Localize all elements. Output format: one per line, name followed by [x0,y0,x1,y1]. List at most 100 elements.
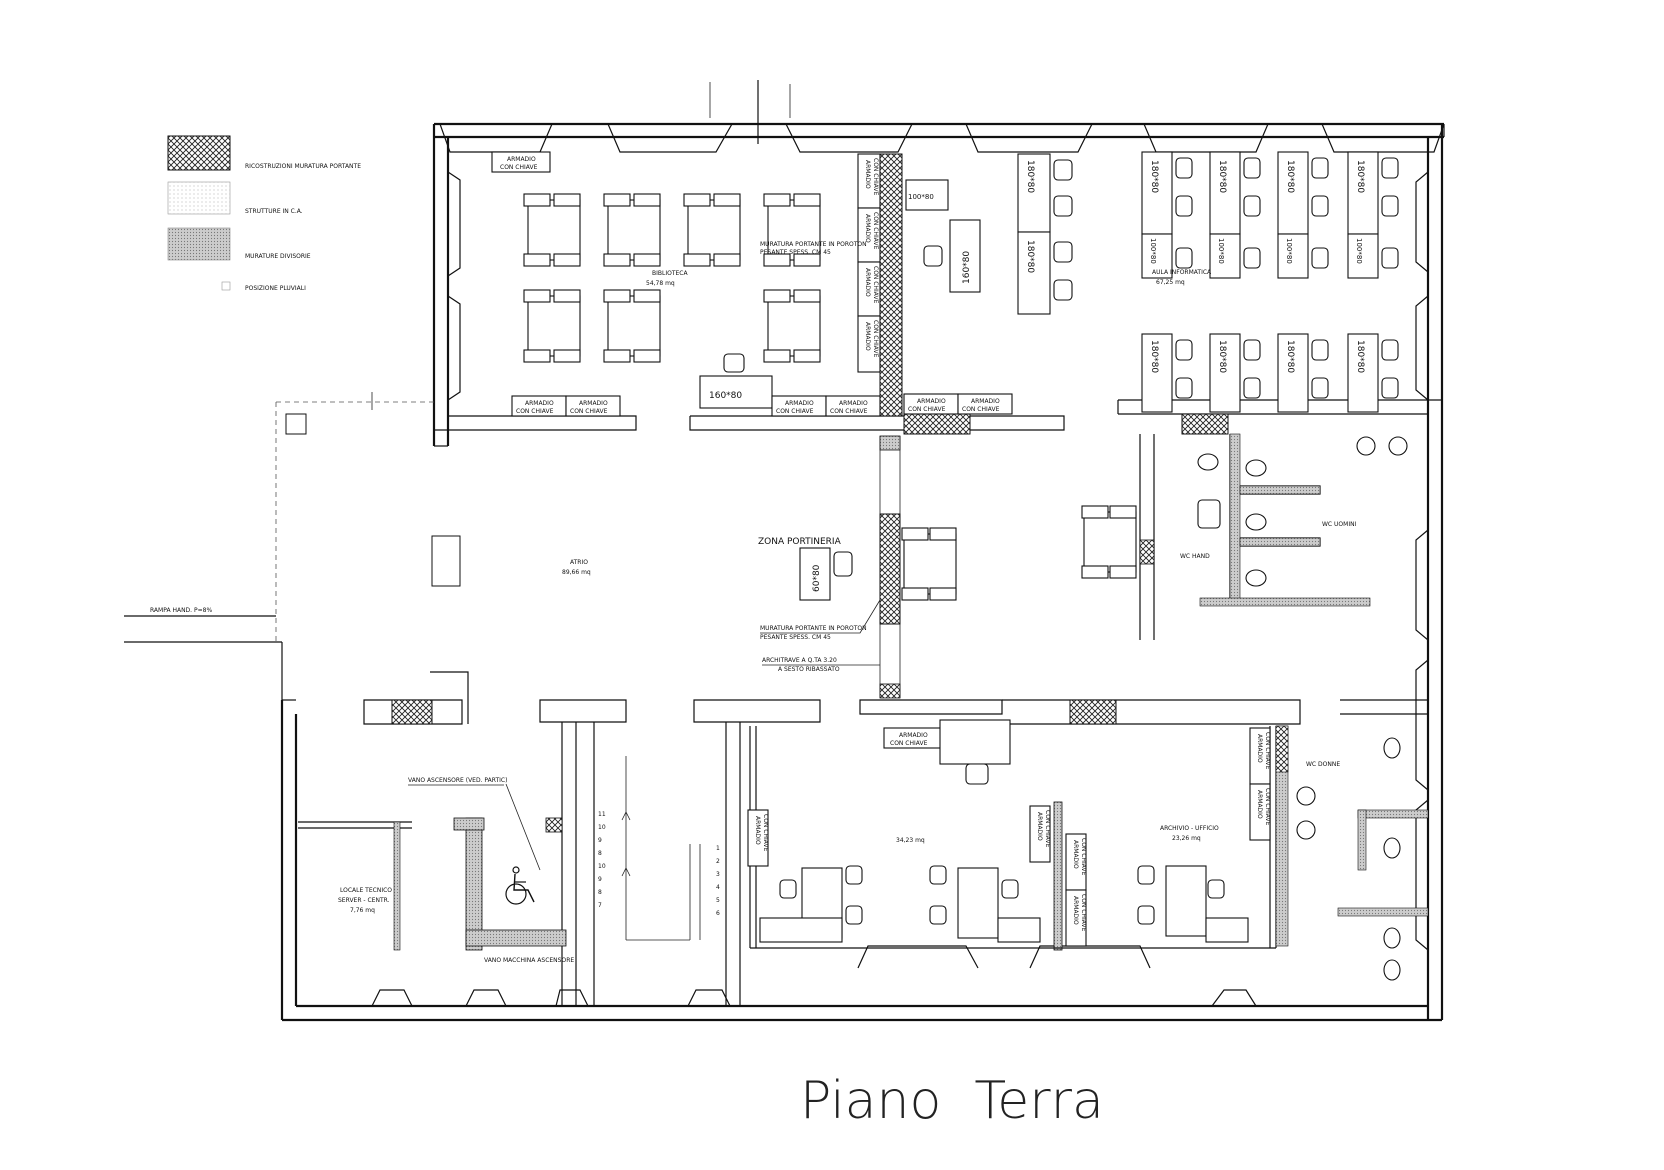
svg-text:CON CHIAVE: CON CHIAVE [1080,894,1087,932]
armadio-vertical: ARMADIO CON CHIAVE [857,315,881,373]
svg-text:CON CHIAVE: CON CHIAVE [1264,732,1271,770]
armadio: ARMADIO CON CHIAVE [565,395,621,417]
toilet-icon [1383,737,1401,759]
room-name: LOCALE TECNICO [340,887,392,894]
svg-text:CON CHIAVE: CON CHIAVE [1264,788,1271,826]
note-vano-macchina: VANO MACCHINA ASCENSORE [484,957,574,964]
room-name: ARCHIVIO - UFFICIO [1160,825,1219,832]
reading-table [523,193,581,267]
chair-icon [923,245,943,267]
outer-walls [280,80,1445,1022]
drawing-title: Piano Terra [800,1071,1104,1131]
svg-text:8: 8 [598,850,602,857]
desk-size-label: 160*80 [709,391,742,401]
chair-icon [723,353,745,373]
svg-text:CON CHIAVE: CON CHIAVE [962,406,1000,413]
biblioteca-furniture: 160*80 [523,193,821,409]
armadio: ARMADIO CON CHIAVE [511,395,567,417]
chair-icon [965,763,989,785]
svg-text:ARMADIO: ARMADIO [1072,896,1079,925]
svg-text:ARMADIO: ARMADIO [1072,840,1079,869]
svg-text:100*80: 100*80 [1285,238,1293,264]
svg-text:ARMADIO: ARMADIO [864,160,871,189]
room-name: AULA INFORMATICA [1152,269,1212,276]
svg-text:ARMADIO: ARMADIO [525,400,554,407]
svg-text:CON CHIAVE: CON CHIAVE [516,408,554,415]
room-name: WC DONNE [1306,761,1340,768]
room-area: 34,23 mq [896,837,925,844]
svg-text:180*80: 180*80 [1149,160,1159,193]
legend-label-marker: POSIZIONE PLUVIALI [245,285,306,292]
reading-table [763,193,821,267]
computer-desk: 180*80 [1141,333,1193,413]
svg-text:4: 4 [716,884,720,891]
armadio: ARMADIO CON CHIAVE [883,727,943,749]
computer-desk-column: 180*80 100*80 [1141,151,1193,279]
armadio-vertical: ARMADIO CON CHIAVE [1249,783,1271,841]
armadio-vertical: ARMADIO CON CHIAVE [1065,889,1087,947]
legend-label-cross: RICOSTRUZIONI MURATURA PORTANTE [245,163,361,170]
chair-icon [1053,241,1073,263]
toilet-icon [1245,459,1267,477]
computer-desk: 180*80 [1347,333,1399,413]
svg-text:CON CHIAVE: CON CHIAVE [776,408,814,415]
svg-text:CON CHIAVE: CON CHIAVE [908,406,946,413]
toilet-icon [1197,453,1219,471]
armadio-vertical: ARMADIO CON CHIAVE [857,153,881,209]
armadi: ARMADIO CON CHIAVE ARMADIO CON CHIAVE AR… [491,151,1271,947]
room-area: 67,25 mq [1156,279,1185,286]
svg-text:180*80: 180*80 [1285,160,1295,193]
room-area: 7,76 mq [350,907,375,914]
svg-text:180*80: 180*80 [1355,160,1365,193]
svg-text:9: 9 [598,876,602,883]
legend-marker-icon [221,281,231,291]
room-area: 54,78 mq [646,280,675,287]
room-name: ZONA PORTINERIA [758,537,842,547]
note-architrave: A SESTO RIBASSATO [778,666,840,673]
wc-fixtures [1197,436,1408,981]
svg-text:ARMADIO: ARMADIO [579,400,608,407]
toilet-icon [1383,837,1401,859]
office-furniture [759,865,1249,943]
wheelchair-icon [505,866,535,905]
sink-icon [1296,820,1316,840]
legend-swatch-grey [167,227,231,261]
svg-text:ARMADIO: ARMADIO [785,400,814,407]
svg-text:CON CHIAVE: CON CHIAVE [1044,810,1051,848]
svg-text:1: 1 [716,845,720,852]
svg-text:9: 9 [598,837,602,844]
svg-text:ARMADIO: ARMADIO [864,322,871,351]
note-muratura: PESANTE SPESS. CM 45 [760,634,831,641]
computer-desk-column: 180*80 100*80 [1209,151,1261,279]
legend-swatch-cross [167,135,231,171]
sink-icon [1197,499,1221,529]
armadio: ARMADIO CON CHIAVE [771,395,827,417]
svg-text:8: 8 [598,889,602,896]
armadio-vertical: ARMADIO CON CHIAVE [1029,805,1051,863]
desk-size-label: 100*80 [908,193,934,201]
legend-label-dots: STRUTTURE IN C.A. [245,208,303,215]
svg-text:180*80: 180*80 [1149,340,1159,373]
svg-text:CON CHIAVE: CON CHIAVE [570,408,608,415]
sink-icon [1388,436,1408,456]
computer-desk: 180*80 [1277,333,1329,413]
desk-size-label: 160*80 [962,251,972,284]
room-name: WC UOMINI [1322,521,1357,528]
computer-desk-column: 180*80 100*80 [1347,151,1399,279]
svg-text:CON CHIAVE: CON CHIAVE [872,266,879,304]
legend: RICOSTRUZIONI MURATURA PORTANTE STRUTTUR… [167,135,361,292]
legend-label-grey: MURATURE DIVISORIE [245,253,311,260]
stairs: 11 10 9 8 10 9 8 7 1 2 3 4 5 6 [598,756,720,941]
reading-table [763,289,821,363]
chair-icon [1053,279,1073,301]
aula-informatica-furniture: 180*80 100*80 180*80 100*80 180*80 100*8… [1141,151,1399,413]
note-vano-ascensore: VANO ASCENSORE (VED. PARTIC) [408,777,507,784]
svg-text:10: 10 [598,824,606,831]
computer-desk-column: 180*80 100*80 [1277,151,1329,279]
toilet-icon [1245,513,1267,531]
svg-text:100*80: 100*80 [1355,238,1363,264]
armadio: ARMADIO CON CHIAVE [825,395,881,417]
annotations: MURATURA PORTANTE IN POROTON PESANTE SPE… [150,241,881,964]
svg-text:3: 3 [716,871,720,878]
